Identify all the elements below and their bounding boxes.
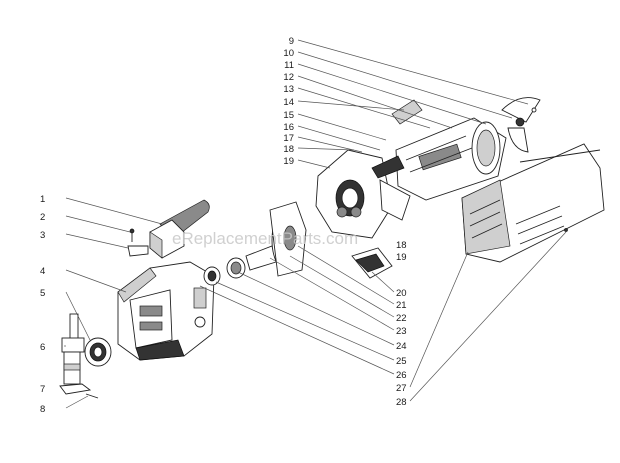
watermark: eReplacementParts.com [172, 229, 358, 248]
callout-7: 7 [40, 384, 45, 395]
part-20-brush [355, 253, 385, 273]
part-12-motor [371, 117, 507, 201]
callout-18-inline: 18 [396, 240, 407, 251]
part-7-plate [59, 383, 92, 395]
part-25-26-bearing-washer [203, 257, 246, 286]
callout-21: 21 [396, 300, 407, 311]
part-18-19-fan [315, 149, 411, 239]
callout-17: 17 [283, 133, 294, 144]
callout-3: 3 [40, 230, 45, 241]
callout-15: 15 [283, 110, 294, 121]
callout-25: 25 [396, 356, 407, 367]
callout-4: 4 [40, 266, 45, 277]
callout-22: 22 [396, 313, 407, 324]
part-2-screw [129, 228, 135, 242]
part-6-spindle [61, 313, 85, 385]
callout-18: 18 [283, 144, 294, 155]
callout-28: 28 [396, 397, 407, 408]
callout-12: 12 [283, 72, 294, 83]
callout-14: 14 [283, 97, 294, 108]
callout-numbers: 1 2 3 4 5 6 7 8 9 10 11 12 13 14 15 16 1… [40, 36, 407, 415]
part-27-28-housing [461, 143, 605, 263]
part-21-gear-shaft [245, 201, 307, 277]
callout-26: 26 [396, 370, 407, 381]
callout-11: 11 [284, 60, 294, 71]
part-14-carbon-brush [391, 99, 423, 125]
callout-23: 23 [396, 326, 407, 337]
callout-16: 16 [283, 122, 294, 133]
callout-10: 10 [283, 48, 294, 59]
callout-2: 2 [40, 212, 45, 223]
part-3-clip [127, 245, 149, 257]
callout-19-inline: 19 [396, 252, 407, 263]
callout-8: 8 [40, 404, 45, 415]
callout-9: 9 [289, 36, 294, 47]
callout-13: 13 [283, 84, 294, 95]
callout-6: 6 [40, 342, 45, 353]
part-5-bearing [84, 337, 112, 367]
leader-lines [64, 39, 567, 409]
part-4-housing [117, 261, 215, 361]
part-8-pin [85, 393, 99, 399]
part-1-nozzle [149, 199, 210, 259]
callout-27: 27 [396, 383, 407, 394]
callout-1: 1 [40, 194, 45, 205]
part-9-10-fan [501, 97, 541, 153]
callout-20: 20 [396, 288, 407, 299]
callout-24: 24 [396, 341, 407, 352]
callout-19: 19 [283, 156, 294, 167]
callout-5: 5 [40, 288, 45, 299]
